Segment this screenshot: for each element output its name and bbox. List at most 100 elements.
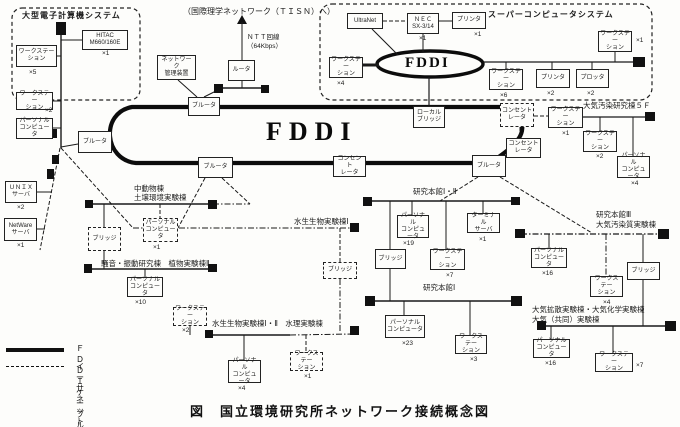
personal-computer-chudobutsu-label: パーソナル xyxy=(145,219,176,226)
workstation-5f-2-count: ×2 xyxy=(596,153,604,160)
terminal-server-count: ×1 xyxy=(479,236,487,243)
workstation-sc-right-count: ×1 xyxy=(636,37,644,44)
concentrator-dashed-label: レータ xyxy=(507,115,526,121)
terminal-server-label: サーバ xyxy=(474,226,493,233)
personal-computer-f1-label: パーソナル xyxy=(533,247,564,254)
concentrator-right-label: レータ xyxy=(514,148,533,154)
personal-computer-f1-label: コンピュータ xyxy=(533,254,564,268)
bridge-suisei-label: ブリッジ xyxy=(327,267,352,273)
workstation-honkan12-label: ワークステー xyxy=(432,249,463,262)
plotter-sc-label: プロッタ xyxy=(580,75,605,81)
ethernet-tap xyxy=(52,155,59,164)
workstation-suisei-label: ワークステー xyxy=(175,306,205,319)
bldg-chudobutsu: 中動物棟 xyxy=(134,184,164,193)
ethernet-tap xyxy=(350,326,359,335)
ethernet-tap xyxy=(511,197,520,205)
workstation-sc-right-label: ワークステー xyxy=(600,31,630,44)
workstation-left-count: ×2 xyxy=(45,107,53,114)
personal-computer-5f: パーソナルコンピュータ xyxy=(617,153,650,180)
bridge-honkan-label: ブリッジ xyxy=(378,255,403,262)
network-mgmt-label: ネットワーク xyxy=(161,57,192,70)
concentrator-right-label: コンセント xyxy=(508,141,539,147)
brouter-right-label: ブルータ xyxy=(476,162,501,169)
nec-sx3-label: SX-3/14 xyxy=(412,23,434,30)
workstation-left: ワークステーション xyxy=(16,90,53,111)
bldg-suisei-1: 水生生物実験棟Ⅰ xyxy=(294,217,349,226)
bridge-f1-label: ブリッジ xyxy=(631,267,656,274)
ethernet-tap xyxy=(56,22,66,35)
bldg-taiki-5f: 大気汚染研究棟５Ｆ xyxy=(583,101,651,110)
bridge-honkan: ブリッジ xyxy=(375,249,406,269)
bldg-honkan-1-2: 研究本館Ⅰ・Ⅱ xyxy=(413,187,457,196)
workstation-sc-right-label: ション xyxy=(605,45,624,51)
personal-computer-honkan12: パーソナルコンピュータ xyxy=(397,212,429,240)
personal-computer-f2-label: パーソナル xyxy=(536,338,567,344)
personal-computer-f1: パーソナルコンピュータ xyxy=(531,248,567,268)
cable xyxy=(177,79,198,98)
workstation-sc-bottom: ワークステーション xyxy=(489,69,523,90)
personal-computer-chudobutsu: パーソナルコンピュータ xyxy=(143,218,178,242)
ethernet-tap xyxy=(49,129,57,138)
ethernet-tap xyxy=(633,57,645,67)
brouter-top: ブルータ xyxy=(188,97,220,116)
personal-computer-suiri-label: パーソナル xyxy=(232,357,257,371)
ethernet-cable-swatch xyxy=(6,366,64,367)
workstation-left-label: ワークステー xyxy=(19,90,50,104)
workstation-suisei-label: ション xyxy=(180,320,199,326)
ethernet-tap xyxy=(84,264,92,273)
workstation-honkan1-count: ×3 xyxy=(470,356,478,363)
workstation-suiri-count: ×1 xyxy=(304,373,312,380)
fddi-supercomputer-label: FDDI xyxy=(405,55,450,71)
bldg-soon: 騒音・振動研究棟 植物実験棟Ⅱ xyxy=(101,259,210,268)
personal-computer-honkan12-label: パーソナル xyxy=(400,212,425,226)
ethernet-tap xyxy=(515,229,525,238)
printer-sc-bottom-count: ×2 xyxy=(547,90,555,97)
local-bridge-label: ブリッジ xyxy=(416,117,441,123)
bridge-chudobutsu-label: ブリッジ xyxy=(92,235,117,242)
bldg-dojo: 土壌環境実験棟 xyxy=(134,193,187,202)
ethernet-tap xyxy=(261,85,269,93)
workstation-sc-left-label: ション xyxy=(336,71,355,77)
ethernet-tap xyxy=(208,200,217,209)
workstation-5f-label: ワークステー xyxy=(550,107,581,120)
workstation-suiri-label: ション xyxy=(297,365,316,371)
workstation-sc-bottom-count: ×6 xyxy=(500,92,508,99)
bridge-suisei: ブリッジ xyxy=(323,262,357,279)
personal-computer-5f-label: パーソナル xyxy=(621,153,646,166)
fddi-ring-label: FDDI xyxy=(266,117,358,146)
workstation-honkan1: ワークステーション xyxy=(455,334,487,354)
ethernet-cable xyxy=(39,147,61,251)
ethernet-tap xyxy=(85,200,93,208)
bldg-suisei-suiri: 水生生物実験棟Ⅰ・Ⅱ 水理実験棟 xyxy=(212,319,323,328)
personal-computer-soon-label: パーソナル xyxy=(129,276,160,283)
ultranet-label: UltraNet xyxy=(353,17,376,24)
ethernet-tap xyxy=(645,112,655,121)
workstation-5f: ワークステーション xyxy=(548,107,583,128)
brouter-left-label: ブルータ xyxy=(82,138,107,145)
ethernet-tap xyxy=(537,321,546,330)
concentrator-dashed-label: コンセント xyxy=(502,108,533,114)
ethernet-cable xyxy=(289,333,354,336)
workstation-suiri: ワークステーション xyxy=(290,351,323,371)
concentrator-right: コンセントレータ xyxy=(506,138,541,158)
brouter-left: ブルータ xyxy=(78,131,112,153)
personal-computer-soon: パーソナルコンピュータ xyxy=(127,277,163,297)
personal-computer-honkan1-label: コンピュータ xyxy=(387,326,424,333)
hitac-mainframe-label: M660/160E xyxy=(89,40,121,46)
bridge-chudobutsu: ブリッジ xyxy=(88,227,121,251)
workstation-5f-2-label: ション xyxy=(590,145,609,151)
plotter-sc-count: ×2 xyxy=(587,90,595,97)
workstation-honkan1-label: ワークステー xyxy=(459,334,483,347)
network-mgmt-label: 管理装置 xyxy=(164,71,189,77)
brouter-bottom-label: ブルータ xyxy=(203,164,228,170)
workstation-mf-label: ワークステー xyxy=(18,49,55,55)
workstation-honkan12: ワークステーション xyxy=(430,249,465,270)
printer-sc-top: プリンタ xyxy=(452,12,486,29)
bridge-f1: ブリッジ xyxy=(627,262,660,280)
personal-computer-suiri-label: コンピュータ xyxy=(232,371,257,385)
workstation-sc-bottom-label: ション xyxy=(496,83,515,89)
